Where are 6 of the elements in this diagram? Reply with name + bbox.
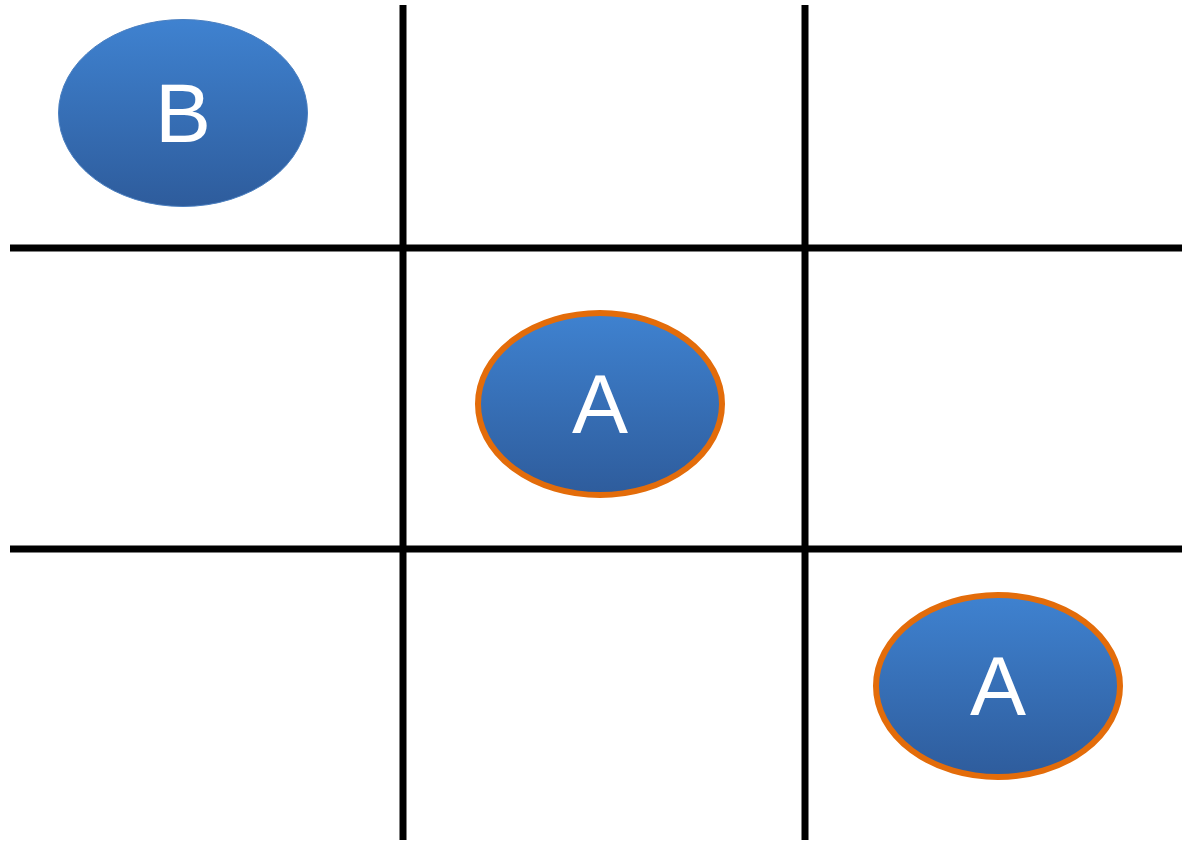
- token-letter: A: [572, 362, 628, 446]
- token-letter: A: [970, 644, 1026, 728]
- token-letter: B: [155, 71, 211, 155]
- token-ellipse: [58, 19, 308, 207]
- token-ellipse: [873, 592, 1123, 780]
- token-ellipse: [475, 310, 725, 498]
